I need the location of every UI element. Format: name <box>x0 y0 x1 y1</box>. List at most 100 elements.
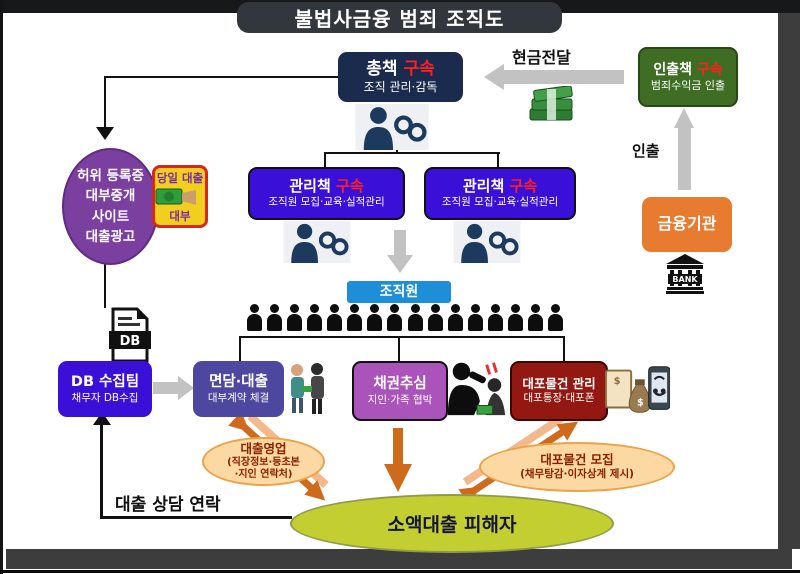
withdrawer-status: 구속 <box>696 61 723 78</box>
collection-title: 채권추심 <box>373 375 427 392</box>
person-silhouette <box>487 304 504 332</box>
loan-sales-callout: 대출영업 (직장정보·등초본 ·지인 연락처) <box>202 437 325 486</box>
db-to-interview-arrow <box>153 382 178 394</box>
bracket-drop-collection <box>398 336 400 361</box>
manager-right-handcuffed-person-icon <box>452 221 522 263</box>
left-frame-line <box>0 0 3 574</box>
members-label-text: 조직원 <box>379 283 419 300</box>
managers-to-members-arrowhead <box>387 255 413 273</box>
person-silhouette <box>366 304 383 332</box>
cash-delivery-arrowhead <box>484 64 504 90</box>
manager-left-handcuffed-person-icon <box>282 221 352 263</box>
withdrawer-box: 인출책 구속 범죄수익금 인출 <box>638 47 738 107</box>
money-in-hand-icon <box>155 188 196 205</box>
bottom-frame-band <box>6 549 792 569</box>
page-title: 불법사금융 범죄 조직도 <box>237 2 562 33</box>
manager-left-desc: 조직원 모집·교육·실적관리 <box>268 196 385 209</box>
db-team-title: DB 수집팀 <box>70 373 140 390</box>
collection-desc: 지인·가족 협박 <box>367 393 433 406</box>
person-silhouette <box>407 304 424 332</box>
boss-to-ad-arrowhead <box>96 127 114 140</box>
bracket-drop-goods <box>563 336 565 361</box>
bankbook-dollar-symbol: $ <box>614 376 621 387</box>
cash-delivery-label: 현금전달 <box>512 48 571 67</box>
managers-branch-hline <box>324 152 500 154</box>
bank-label: 금융기관 <box>657 214 717 234</box>
db-file-icon-label: DB <box>120 334 141 349</box>
fraud-goods-title: 대포물건 관리 <box>522 376 596 392</box>
loan-consult-contact-label: 대출 상담 연락 <box>115 495 221 515</box>
boss-box: 총책 구속 조직 관리·감독 <box>338 52 463 102</box>
boss-status: 구속 <box>403 59 435 80</box>
person-silhouette <box>266 304 283 332</box>
managers-to-members-arrow <box>394 230 406 255</box>
cash-delivery-arrow <box>504 70 624 84</box>
fake-license-circle: 허위 등록증 대부중개 사이트 대출광고 <box>62 148 159 265</box>
withdrawer-label: 인출책 <box>653 61 692 78</box>
manager-left-title: 관리책 구속 <box>250 177 403 197</box>
fake-license-line1: 허위 등록증 <box>77 168 144 184</box>
members-bracket-hline <box>239 336 565 338</box>
db-team-desc: 채무자 DB수집 <box>71 391 139 404</box>
manager-left-label: 관리책 <box>289 176 331 195</box>
fake-license-line4: 대출광고 <box>85 228 136 245</box>
boss-label: 총책 <box>366 59 398 80</box>
victim-label: 소액대출 피해자 <box>387 514 517 536</box>
fake-license-line3: 사이트 <box>91 208 130 225</box>
goods-recruit-callout: 대포물건 모집 (채무탕감·이자상계 제시) <box>479 442 675 492</box>
boss-branch-stub <box>396 146 398 154</box>
person-silhouette <box>246 304 263 332</box>
boss-to-ad-vline <box>104 76 106 128</box>
person-silhouette <box>346 304 363 332</box>
victim-oval: 소액대출 피해자 <box>290 494 614 553</box>
person-silhouette <box>306 304 323 332</box>
manager-right-title: 관리책 구속 <box>426 177 574 197</box>
moneybag-dollar-symbol: $ <box>637 398 644 409</box>
manager-right-desc: 조직원 모집·교육·실적관리 <box>441 196 559 209</box>
interview-box: 면담·대출 대부계약 체결 <box>193 361 284 417</box>
manager-right-status: 구속 <box>509 176 538 195</box>
boss-to-ad-hline <box>105 76 338 78</box>
manager-right-drop <box>497 152 499 167</box>
person-silhouette <box>507 304 524 332</box>
withdraw-arrowhead <box>674 108 694 128</box>
boss-handcuffed-person-icon <box>352 104 432 150</box>
fraud-items-icon: $ $ <box>604 364 670 416</box>
person-silhouette <box>447 304 464 332</box>
victim-to-db-vline <box>100 424 103 518</box>
loan-sales-line1: 대출영업 <box>240 441 287 457</box>
person-silhouette <box>427 304 444 332</box>
person-silhouette <box>467 304 484 332</box>
loan-sales-line3: ·지인 연락처) <box>234 468 293 480</box>
bank-box: 금융기관 <box>642 197 732 252</box>
manager-right-box: 관리책 구속 조직원 모집·교육·실적관리 <box>424 167 576 220</box>
withdraw-arrow <box>678 128 691 190</box>
victim-to-db-hline <box>100 516 292 519</box>
db-team-box: DB 수집팀 채무자 DB수집 <box>58 361 152 417</box>
person-silhouette <box>547 304 564 332</box>
loan-sales-line2: (직장정보·등초본 <box>227 457 300 469</box>
people-meeting-icon <box>287 362 327 416</box>
interview-title: 면담·대출 <box>209 373 268 390</box>
person-silhouette <box>326 304 343 332</box>
db-to-interview-arrowhead <box>178 376 194 400</box>
person-silhouette <box>286 304 303 332</box>
threat-icon <box>444 358 510 416</box>
manager-left-status: 구속 <box>336 176 364 195</box>
bracket-drop-interview <box>239 336 241 361</box>
person-silhouette <box>386 304 403 332</box>
page-title-text: 불법사금융 범죄 조직도 <box>294 7 505 31</box>
right-frame-bar <box>778 13 800 549</box>
fraud-goods-desc: 대포통장·대포폰 <box>523 392 595 405</box>
members-row <box>246 304 564 334</box>
boss-title: 총책 구속 <box>338 58 463 80</box>
interview-desc: 대부계약 체결 <box>207 391 270 404</box>
bank-icon: BANK <box>666 254 704 294</box>
manager-right-label: 관리책 <box>462 176 505 195</box>
withdrawer-desc: 범죄수익금 인출 <box>650 78 726 92</box>
goods-recruit-line1: 대포물건 모집 <box>540 452 614 468</box>
ad-to-db-line <box>104 258 106 308</box>
withdraw-label: 인출 <box>632 142 660 160</box>
manager-left-drop <box>324 152 326 167</box>
